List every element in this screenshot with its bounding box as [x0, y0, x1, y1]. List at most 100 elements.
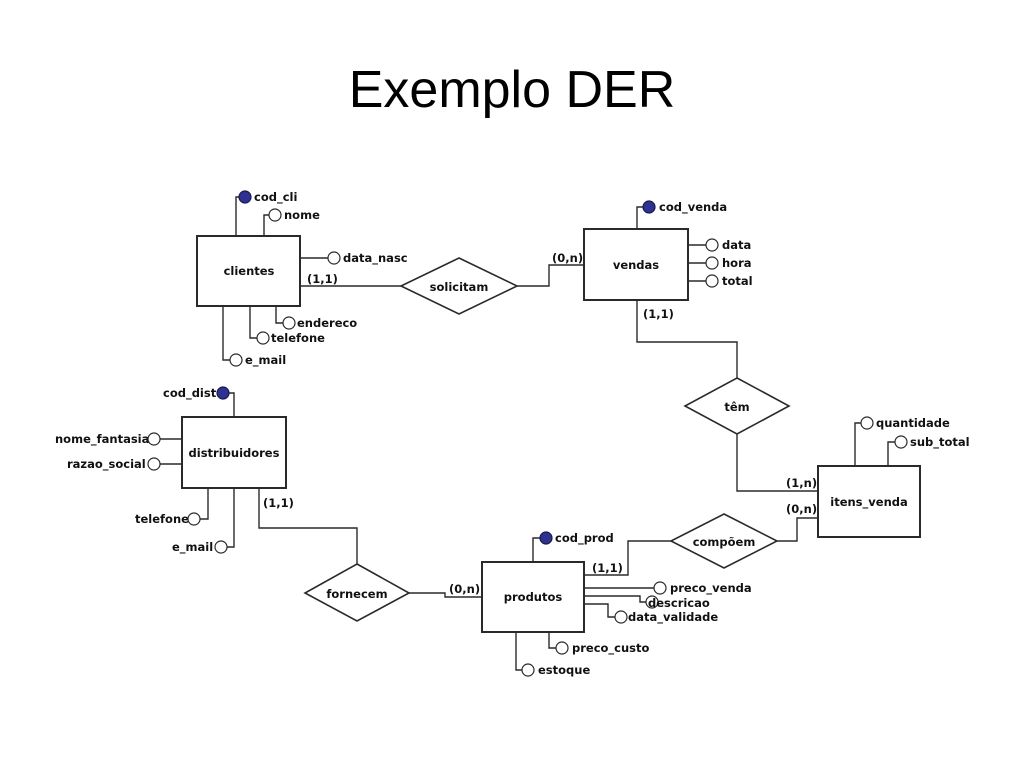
attribute-cod-cli: cod_cli: [238, 190, 297, 205]
attribute-nome-fantasia: nome_fantasia: [55, 432, 161, 447]
cardinality-itens-compoem: (0,n): [786, 502, 817, 516]
line-fornecem-produtos: [409, 592, 482, 598]
svg-text:descricao: descricao: [648, 596, 710, 610]
entity-itens-venda: itens_venda: [817, 465, 921, 538]
relationship-fornecem: fornecem: [303, 563, 411, 622]
entity-label-produtos: produtos: [504, 590, 563, 604]
svg-text:data_nasc: data_nasc: [343, 251, 408, 266]
svg-text:total: total: [722, 274, 753, 288]
attribute-data-nasc: data_nasc: [327, 251, 408, 266]
attribute-e-mail-cli: e_mail: [229, 353, 286, 368]
line-dist-fornecem: [258, 488, 358, 564]
key-attribute-icon: [539, 531, 553, 545]
relationship-solicitam: solicitam: [399, 257, 519, 315]
attribute-icon: [555, 641, 569, 655]
attribute-icon: [653, 581, 667, 595]
attribute-icon: [229, 353, 243, 367]
cardinality-vendas-tem: (1,1): [643, 307, 674, 321]
cardinality-clientes-solicitam: (1,1): [307, 272, 338, 286]
relationship-compoem: compõem: [669, 513, 779, 569]
entity-label-clientes: clientes: [224, 264, 275, 278]
attribute-cod-dist: cod_dist: [163, 386, 230, 401]
svg-text:quantidade: quantidade: [876, 416, 950, 430]
attribute-icon: [147, 432, 161, 446]
attribute-icon: [256, 331, 270, 345]
attribute-estoque: estoque: [521, 663, 590, 677]
attribute-icon: [705, 238, 719, 252]
attribute-icon: [705, 274, 719, 288]
cardinality-dist-fornecem: (1,1): [263, 496, 294, 510]
attribute-cod-prod: cod_prod: [539, 531, 614, 546]
svg-text:cod_venda: cod_venda: [659, 200, 727, 215]
line-tem-itens: [736, 434, 818, 492]
relationship-label-tem: têm: [724, 400, 749, 414]
svg-text:hora: hora: [722, 256, 752, 270]
entity-produtos: produtos: [481, 561, 585, 633]
slide-title: Exemplo DER: [348, 61, 676, 119]
attribute-icon: [214, 540, 228, 554]
cardinality-vendas-solicitam: (0,n): [552, 251, 583, 265]
svg-text:telefone: telefone: [135, 512, 189, 526]
cardinality-produtos-fornecem: (0,n): [449, 582, 480, 596]
svg-text:cod_prod: cod_prod: [555, 531, 614, 546]
entity-label-itens-venda: itens_venda: [830, 495, 908, 510]
attribute-nome: nome: [268, 208, 320, 222]
svg-text:cod_dist: cod_dist: [163, 386, 217, 401]
svg-text:estoque: estoque: [538, 663, 590, 677]
attribute-data-validade: data_validade: [614, 610, 718, 625]
attribute-icon: [187, 512, 201, 526]
attribute-preco-custo: preco_custo: [555, 641, 650, 656]
attribute-icon: [894, 435, 908, 449]
svg-text:data: data: [722, 238, 751, 252]
connector-lines: [258, 264, 818, 598]
attribute-telefone-dist: telefone: [135, 512, 201, 526]
svg-text:preco_venda: preco_venda: [670, 581, 752, 596]
attribute-stems: [160, 196, 895, 671]
attribute-icon: [147, 457, 161, 471]
attribute-cod-venda: cod_venda: [642, 200, 727, 215]
attribute-icon: [705, 256, 719, 270]
svg-text:preco_custo: preco_custo: [572, 641, 650, 656]
svg-text:nome_fantasia: nome_fantasia: [55, 432, 149, 447]
svg-text:cod_cli: cod_cli: [254, 190, 297, 205]
svg-text:sub_total: sub_total: [910, 435, 970, 450]
attribute-data: data: [705, 238, 751, 252]
attribute-endereco: endereco: [282, 316, 357, 330]
cardinality-produtos-compoem: (1,1): [592, 561, 623, 575]
svg-text:endereco: endereco: [297, 316, 357, 330]
entity-distribuidores: distribuidores: [181, 416, 287, 489]
svg-text:e_mail: e_mail: [245, 353, 286, 368]
line-vendas-tem: [636, 300, 738, 378]
cardinality-itens-tem: (1,n): [786, 476, 817, 490]
attribute-quantidade: quantidade: [860, 416, 950, 430]
entity-label-distribuidores: distribuidores: [189, 446, 280, 460]
entity-vendas: vendas: [583, 228, 689, 301]
line-solicitam-vendas: [517, 264, 584, 287]
attribute-icon: [614, 610, 628, 624]
attribute-descricao: descricao: [645, 595, 710, 610]
svg-text:telefone: telefone: [271, 331, 325, 345]
relationship-label-fornecem: fornecem: [326, 587, 387, 601]
entity-label-vendas: vendas: [613, 258, 659, 272]
key-attribute-icon: [642, 200, 656, 214]
line-itens-compoem: [777, 517, 818, 542]
relationship-label-solicitam: solicitam: [430, 280, 489, 294]
key-attribute-icon: [216, 386, 230, 400]
attribute-icon: [860, 416, 874, 430]
attribute-icon: [268, 208, 282, 222]
svg-text:e_mail: e_mail: [172, 540, 213, 555]
key-attribute-icon: [238, 190, 252, 204]
attribute-e-mail-dist: e_mail: [172, 540, 228, 555]
cardinality-labels: (1,1) (0,n) (1,1) (1,n) (0,n) (1,1) (1,1…: [263, 251, 817, 596]
attribute-preco-venda: preco_venda: [653, 581, 752, 596]
attribute-razao-social: razao_social: [67, 457, 161, 472]
attribute-icon: [327, 251, 341, 265]
attribute-hora: hora: [705, 256, 752, 270]
attribute-icon: [282, 316, 296, 330]
relationship-tem: têm: [683, 377, 791, 435]
attribute-icon: [521, 663, 535, 677]
entity-clientes: clientes: [196, 235, 301, 307]
svg-text:nome: nome: [284, 208, 320, 222]
svg-text:data_validade: data_validade: [628, 610, 718, 625]
